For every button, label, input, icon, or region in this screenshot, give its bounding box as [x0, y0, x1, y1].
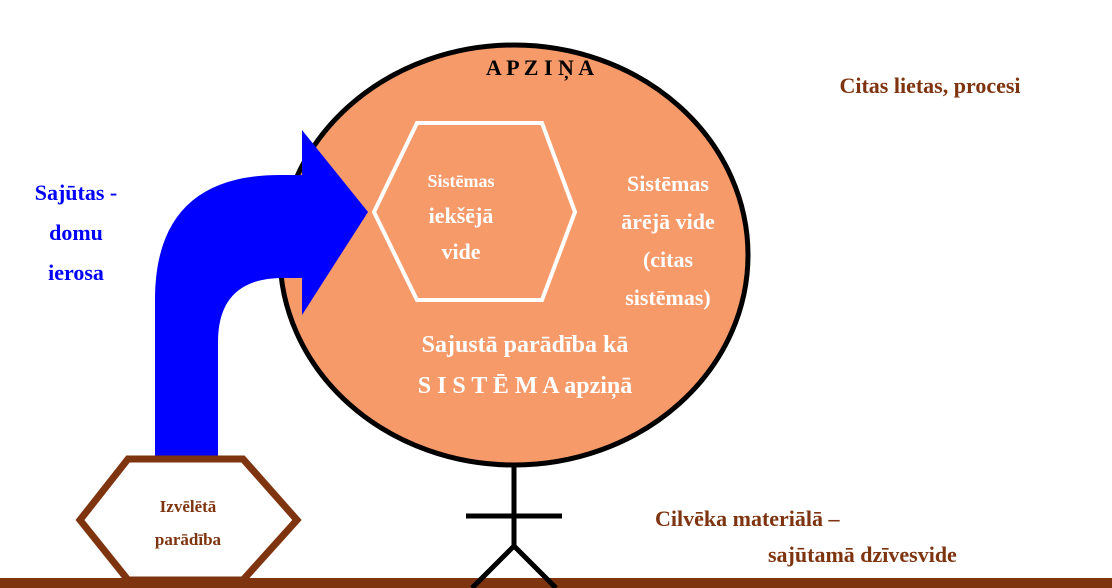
svg-text:Sistēmas: Sistēmas — [428, 171, 495, 191]
consciousness-title: A P Z I Ņ A — [486, 55, 594, 81]
outer-environment-label: Sistēmas ārējā vide (citas sistēmas) — [621, 171, 715, 310]
svg-text:Sistēmas: Sistēmas — [627, 171, 709, 196]
svg-text:S I S T Ē M A apziņā: S I S T Ē M A apziņā — [418, 373, 633, 400]
svg-text:domu: domu — [49, 220, 103, 245]
inner-environment-hexagon — [371, 121, 578, 302]
svg-text:(citas: (citas — [643, 247, 694, 272]
svg-text:iekšējā: iekšējā — [429, 203, 494, 228]
svg-text:sistēmas): sistēmas) — [625, 285, 711, 310]
svg-text:parādība: parādība — [155, 530, 222, 549]
svg-text:ierosa: ierosa — [48, 260, 104, 285]
inner-environment-label: Sistēmas iekšējā vide — [428, 171, 495, 264]
chosen-phenomenon-hexagon — [75, 455, 302, 584]
material-environment-label: Cilvēka materiālā – sajūtamā dzīvesvide — [655, 506, 957, 567]
stick-figure — [466, 462, 562, 588]
other-things-label: Citas lietas, procesi — [839, 73, 1020, 98]
perceived-phenomenon-label: Sajustā parādība kā S I S T Ē M A apziņā — [418, 332, 633, 400]
impulse-label: Sajūtas - domu ierosa — [35, 180, 118, 285]
svg-text:ārējā vide: ārējā vide — [621, 209, 715, 234]
svg-text:vide: vide — [441, 239, 480, 264]
svg-text:sajūtamā dzīvesvide: sajūtamā dzīvesvide — [768, 542, 957, 567]
svg-text:Cilvēka materiālā –: Cilvēka materiālā – — [655, 506, 841, 531]
svg-text:Sajustā parādība kā: Sajustā parādība kā — [422, 332, 629, 358]
svg-text:Izvēlētā: Izvēlētā — [160, 497, 217, 516]
impulse-arrow — [155, 130, 368, 458]
chosen-phenomenon-label: Izvēlētā parādība — [155, 497, 222, 549]
svg-text:Sajūtas -: Sajūtas - — [35, 180, 118, 205]
ground-line — [0, 578, 1112, 588]
